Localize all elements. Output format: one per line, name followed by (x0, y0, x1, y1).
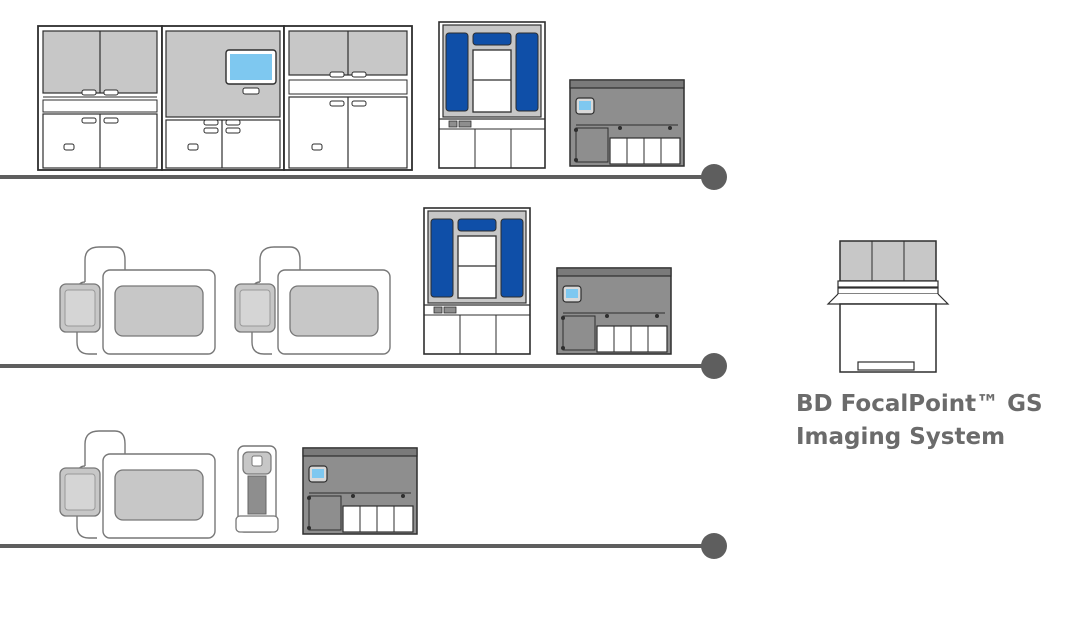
hood-station-icon (438, 21, 546, 169)
featured-instrument-caption: BD FocalPoint™ GS Imaging System (796, 388, 1066, 454)
imaging-module-icon (302, 447, 418, 535)
processor-unit-icon (234, 246, 391, 355)
hood-station-icon (423, 207, 531, 355)
flow-line-row-2 (0, 353, 727, 379)
focalpoint-gs-imaging-system-icon (826, 240, 950, 373)
caption-line-1: BD FocalPoint™ GS (796, 391, 1043, 417)
flow-line-row-3 (0, 533, 727, 559)
small-vial-stand-icon (235, 445, 279, 533)
flow-line-row-1 (0, 164, 727, 190)
processor-cabinet-bank-icon (37, 25, 413, 171)
processor-unit-icon (59, 246, 216, 355)
processor-unit-icon (59, 430, 216, 539)
imaging-module-icon (569, 79, 685, 167)
caption-line-2: Imaging System (796, 424, 1006, 450)
imaging-module-icon (556, 267, 672, 355)
